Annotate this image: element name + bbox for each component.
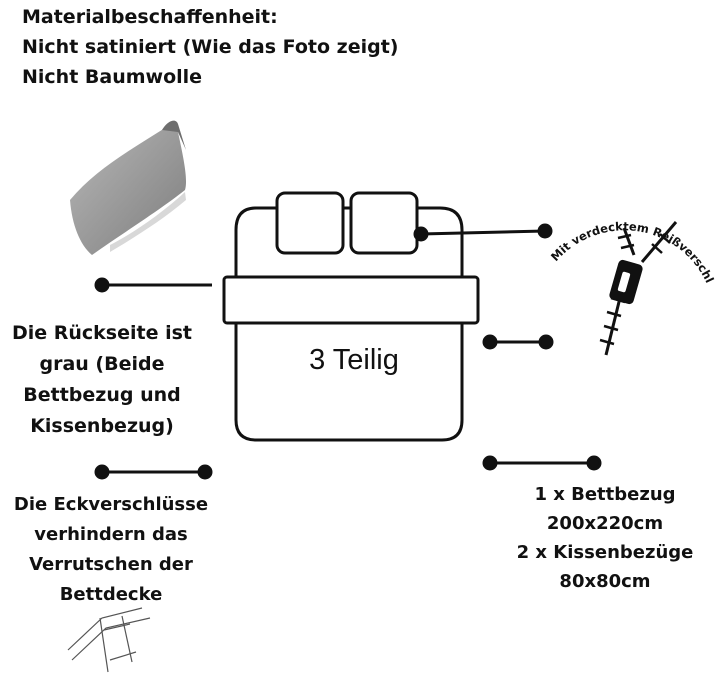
corner-note-line: verhindern das	[34, 524, 188, 545]
duvet-fold	[222, 275, 480, 325]
corner-fastener-note: Die Eckverschlüsse verhindern das Verrut…	[0, 490, 222, 610]
set-contents-note: 1 x Bettbezug 200x220cm 2 x Kissenbezüge…	[490, 480, 720, 596]
pillow-right	[349, 191, 419, 255]
material-title: Materialbeschaffenheit:	[22, 6, 278, 28]
backside-note-line: grau (Beide	[39, 353, 165, 375]
pillow-left	[275, 191, 345, 255]
contents-line-duvet-size: 200x220cm	[546, 513, 664, 534]
zipper-icon	[599, 221, 678, 356]
connector-lines	[94, 223, 602, 480]
corner-fastener-sketch	[67, 607, 151, 673]
contents-line-pillow: 2 x Kissenbezüge	[516, 542, 694, 563]
backside-note-line: Bettbezug und	[23, 384, 181, 406]
backside-note-line: Kissenbezug)	[30, 415, 174, 437]
pillow-photo	[70, 120, 187, 256]
material-line-satin: Nicht satiniert (Wie das Foto zeigt)	[22, 36, 399, 58]
contents-line-duvet: 1 x Bettbezug	[534, 484, 676, 505]
corner-note-line: Bettdecke	[59, 584, 163, 605]
corner-note-line: Verrutschen der	[29, 554, 193, 575]
backside-note: Die Rückseite ist grau (Beide Bettbezug …	[4, 318, 200, 442]
material-line-cotton: Nicht Baumwolle	[22, 66, 203, 88]
backside-note-line: Die Rückseite ist	[11, 322, 193, 344]
bed-label: 3 Teilig	[309, 344, 399, 376]
contents-line-pillow-size: 80x80cm	[559, 571, 651, 592]
material-info: Materialbeschaffenheit: Nicht satiniert …	[22, 2, 398, 92]
corner-note-line: Die Eckverschlüsse	[13, 494, 209, 515]
bed-illustration	[222, 191, 480, 442]
